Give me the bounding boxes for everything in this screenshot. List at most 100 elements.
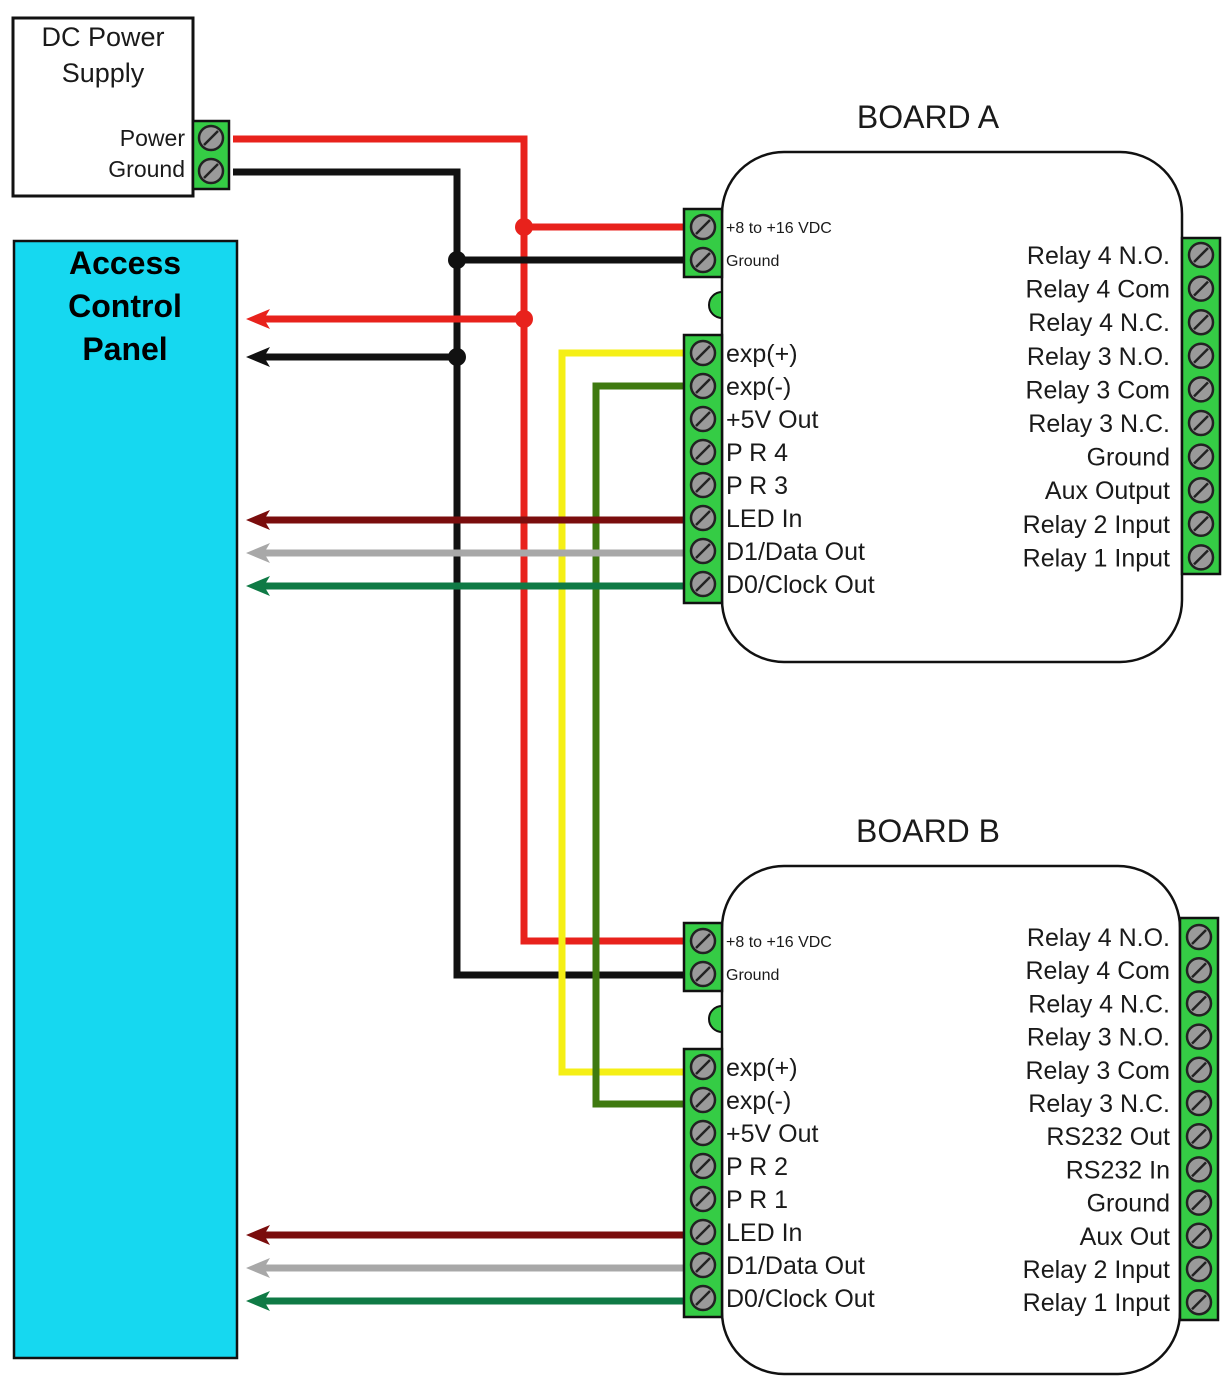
board-a-led-indicator [708, 290, 723, 320]
dc-power-supply: DC Power Supply Power Ground [11, 16, 231, 198]
board-b-right-pins-screw-relay-4-n-o [1185, 923, 1213, 951]
board-a-right-pins-label-relay-2-input: Relay 2 Input [1023, 511, 1170, 539]
board-a-left-pins-label-exp: exp(+) [726, 340, 798, 368]
board-b-right-pins-label-aux-out: Aux Out [1080, 1223, 1170, 1251]
board-b-right-pins-label-relay-3-com: Relay 3 Com [1026, 1057, 1171, 1085]
board-a-left-pins-screw-5v-out [689, 405, 717, 433]
arrow-led-a [246, 510, 684, 530]
board-a-right-pins-screw-relay-2-input [1187, 510, 1215, 538]
board-b-left-pins-label-5v-out: +5V Out [726, 1120, 818, 1148]
board-b-right-pins-label-relay-2-input: Relay 2 Input [1023, 1256, 1170, 1284]
arrow-clock-b [246, 1291, 684, 1311]
board-b-right-pins-label-rs232-in: RS232 In [1066, 1156, 1170, 1184]
panel-label-line2: Control [68, 288, 182, 324]
psu-ground-screw [197, 157, 225, 185]
board-b-right-pins-screw-rs232-in [1185, 1156, 1213, 1183]
board-b-right-pins-screw-rs232-out [1185, 1122, 1213, 1150]
board-b-right-pins-screw-relay-4-n-c [1185, 990, 1213, 1017]
board-a-left-pins-screw-d0-clock-out [689, 570, 717, 598]
board-a-power-pins-label-8-to-16-vdc: +8 to +16 VDC [726, 220, 832, 237]
board-b-right-pins-label-relay-4-com: Relay 4 Com [1026, 957, 1171, 985]
board-b-left-pins-label-led-in: LED In [726, 1219, 802, 1247]
board-a-right-pins-screw-relay-4-n-o [1187, 241, 1215, 269]
board-a-power-pins-screw-8-to-16-vdc [689, 213, 717, 241]
arrow-black-panel [246, 347, 457, 367]
green-exp-minus-wire [592, 382, 684, 1108]
board-b-power-pins-screw-8-to-16-vdc [689, 927, 717, 955]
board-a-power-pins-screw-ground [689, 246, 717, 274]
board-a-right-pins-screw-relay-4-n-c [1187, 308, 1215, 336]
board-b-right-pins-screw-relay-3-n-o [1185, 1023, 1213, 1050]
board-a-left-pins-label-p-r-4: P R 4 [726, 439, 788, 467]
board-b-led-indicator [708, 1004, 723, 1034]
panel-label-line3: Panel [82, 331, 167, 367]
board-a-right-pins-label-ground: Ground [1087, 444, 1170, 472]
red-power-wire [233, 135, 684, 945]
board-b-right-pins-label-ground: Ground [1087, 1190, 1170, 1218]
psu-power-label: Power [120, 125, 186, 151]
board-a-left-pins-label-led-in: LED In [726, 505, 802, 533]
arrow-led-b [246, 1225, 684, 1245]
board-a-title: BOARD A [857, 99, 1000, 135]
board-b-left-pins-label-d1-data-out: D1/Data Out [726, 1252, 865, 1280]
psu-power-screw [197, 124, 225, 152]
board-b-left-pins-screw-d0-clock-out [689, 1284, 717, 1312]
board-a-right-pins-label-relay-4-n-o: Relay 4 N.O. [1027, 242, 1170, 270]
board-a-right-pins-label-relay-1-input: Relay 1 Input [1023, 544, 1170, 572]
board-b-left-pins-screw-exp [689, 1086, 717, 1114]
board-a-right-pins-label-relay-3-n-o: Relay 3 N.O. [1027, 343, 1170, 371]
black-ground-wire [233, 168, 684, 979]
board-b-right-pins-label-relay-1-input: Relay 1 Input [1023, 1289, 1170, 1317]
board-b-right-pins-label-relay-3-n-c: Relay 3 N.C. [1028, 1090, 1170, 1118]
board-a-left-pins-screw-p-r-4 [689, 438, 717, 466]
board-a-power-pins: +8 to +16 VDC Ground [689, 213, 832, 274]
board-a-right-pins-label-relay-3-com: Relay 3 Com [1026, 376, 1171, 404]
board-a-right-pins-screw-relay-1-input [1187, 544, 1215, 571]
board-b-right-pins-screw-ground [1185, 1189, 1213, 1216]
board-b-right-pins-screw-relay-1-input [1185, 1288, 1213, 1316]
board-a-right-pins-screw-relay-4-com [1187, 275, 1215, 302]
board-b-right-pins-label-relay-4-n-c: Relay 4 N.C. [1028, 990, 1170, 1018]
board-b-right-pins-screw-relay-3-n-c [1185, 1089, 1213, 1117]
board-b-left-pins-label-p-r-2: P R 2 [726, 1153, 788, 1181]
board-b-power-pins-screw-ground [689, 960, 717, 988]
board-a-right-pins-label-relay-4-com: Relay 4 Com [1026, 276, 1171, 304]
board-a-left-pins-label-p-r-3: P R 3 [726, 472, 788, 500]
board-b-right-pins-screw-relay-4-com [1185, 956, 1213, 984]
junction-black-panel [448, 348, 466, 366]
board-b-left-pins-screw-d1-data-out [689, 1251, 717, 1279]
arrow-data-b [246, 1258, 684, 1278]
junction-black-a [448, 251, 466, 269]
junction-red-a [515, 218, 533, 236]
arrow-data-a [246, 543, 684, 563]
board-b-right-pins-label-relay-4-n-o: Relay 4 N.O. [1027, 924, 1170, 952]
board-b-left-pins-label-d0-clock-out: D0/Clock Out [726, 1285, 875, 1313]
yellow-exp-plus-wire [558, 349, 684, 1076]
wires [233, 135, 684, 1311]
junction-red-panel [515, 310, 533, 328]
board-a-left-pins-label-d1-data-out: D1/Data Out [726, 538, 865, 566]
board-b-left-pins-label-p-r-1: P R 1 [726, 1186, 788, 1214]
board-a-left-pins-screw-d1-data-out [689, 537, 717, 565]
board-a-right-pins-label-aux-output: Aux Output [1045, 477, 1170, 505]
panel-label-line1: Access [69, 245, 181, 281]
arrow-red-panel [246, 309, 524, 329]
board-a-right-pins-screw-relay-3-n-o [1187, 342, 1215, 370]
board-a-left-pins-label-d0-clock-out: D0/Clock Out [726, 571, 875, 599]
board-b-left-pins-screw-p-r-2 [689, 1152, 717, 1180]
board-b-right-pins-screw-relay-3-com [1185, 1056, 1213, 1084]
board-b-left-pins-label-exp: exp(-) [726, 1087, 791, 1115]
arrow-clock-a [246, 576, 684, 596]
board-b-left-pins-screw-p-r-1 [689, 1185, 717, 1213]
board-a-right-pins-label-relay-4-n-c: Relay 4 N.C. [1028, 309, 1170, 337]
board-a-right-pins-screw-relay-3-com [1187, 376, 1215, 403]
board-a-left-pins-screw-exp [689, 372, 717, 400]
board-a-power-pins-label-ground: Ground [726, 253, 779, 270]
board-a-left-pins-screw-led-in [689, 504, 717, 532]
